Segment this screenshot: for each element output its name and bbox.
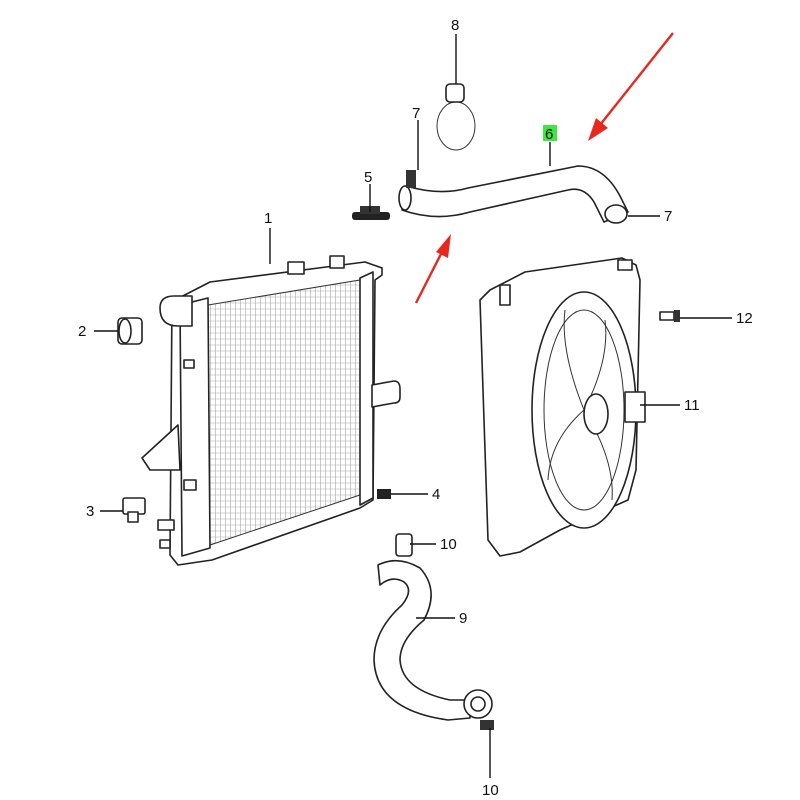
callout-5: 5 [364,169,372,186]
callout-6: 6 [545,126,553,143]
callout-10-upper: 10 [440,536,457,553]
radiator-isolator [117,317,143,345]
callout-6-highlight [543,125,557,141]
radiator-cap [352,206,390,220]
callout-8: 8 [451,17,459,34]
callout-1: 1 [264,210,272,227]
leader-lines [94,34,732,778]
callout-2: 2 [78,323,86,340]
callout-11: 11 [684,397,700,414]
lower-radiator-hose [373,559,493,721]
callouts: 1 2 3 4 5 6 7 7 8 9 10 10 11 12 [78,17,753,799]
red-arrow-lower [414,234,451,304]
callout-12: 12 [736,310,753,327]
hose-clamp-spring [436,83,476,151]
radiator-bracket [122,497,146,523]
upper-radiator-hose [398,165,629,224]
callout-10-lower: 10 [482,782,499,799]
red-arrow-upper [588,32,674,141]
callout-4: 4 [432,486,440,503]
fan-screw [659,310,680,322]
fan-shroud [479,257,646,557]
callout-7-upper-left: 7 [412,105,420,122]
callout-7-right: 7 [664,208,672,225]
drain-plug [377,489,391,499]
hose-clamp-upper-left [406,170,416,188]
callout-9: 9 [459,610,467,627]
hose-clamp-lower-top [395,533,413,557]
callout-3: 3 [86,503,94,520]
radiator [141,255,401,566]
hose-clamp-lower-bottom [480,720,494,730]
